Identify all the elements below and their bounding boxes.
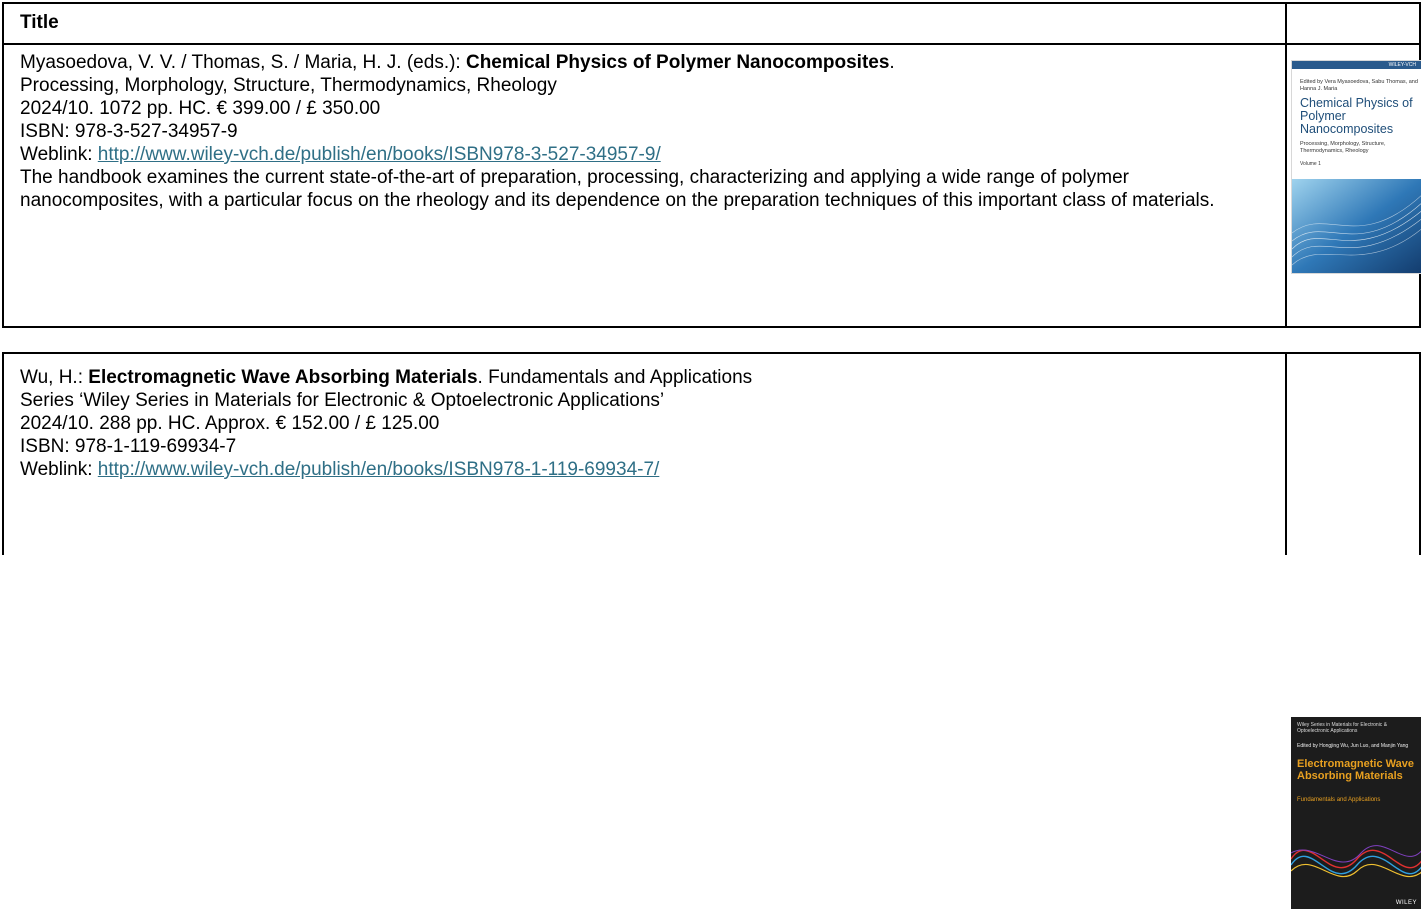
cover-series: Wiley Series in Materials for Electronic… [1297, 722, 1388, 734]
book-table-1: Title Myasoedova, V. V. / Thomas, S. / M… [2, 2, 1421, 328]
book-title: Chemical Physics of Polymer Nanocomposit… [465, 52, 890, 73]
cover-wave-artwork [1291, 845, 1421, 878]
cover-publisher-logo: WILEY [1395, 900, 1417, 906]
book-title-suffix: . Fundamentals and Applications [477, 367, 753, 388]
book-subtitle: Processing, Morphology, Structure, Therm… [20, 75, 557, 96]
book-title: Electromagnetic Wave Absorbing Materials [88, 367, 478, 388]
book-table-2: Wu, H.: Electromagnetic Wave Absorbing M… [2, 352, 1421, 909]
book-isbn: ISBN: 978-3-527-34957-9 [20, 121, 238, 142]
weblink-label: Weblink: [20, 459, 98, 480]
cover-editors: Edited by Vera Myasoedova, Sabu Thomas, … [1300, 79, 1418, 92]
cover-subtitle: Fundamentals and Applications [1297, 797, 1381, 803]
cover-title: Electromagnetic Wave Absorbing Materials [1297, 758, 1414, 782]
book-isbn: ISBN: 978-1-119-69934-7 [20, 436, 237, 457]
weblink-label: Weblink: [20, 144, 98, 165]
cover-subtitle: Processing, Morphology, Structure, Therm… [1300, 141, 1386, 154]
weblink[interactable]: http://www.wiley-vch.de/publish/en/books… [97, 144, 661, 165]
book-pubinfo: 2024/10. 1072 pp. HC. € 399.00 / £ 350.0… [20, 98, 381, 119]
column-divider [1285, 4, 1287, 326]
cover-top-bar [1292, 61, 1421, 69]
table-header-title: Title [20, 12, 59, 33]
cover-wave-artwork [1292, 179, 1421, 273]
book-entry-1: Myasoedova, V. V. / Thomas, S. / Maria, … [20, 51, 1270, 212]
book-series: Series ‘Wiley Series in Materials for El… [20, 390, 665, 411]
book-cover-image: WILEY-VCH Edited by Vera Myasoedova, Sab… [1291, 60, 1421, 274]
weblink[interactable]: http://www.wiley-vch.de/publish/en/books… [97, 459, 660, 480]
book-authors: Myasoedova, V. V. / Thomas, S. / Maria, … [20, 52, 466, 73]
book-pubinfo: 2024/10. 288 pp. HC. Approx. € 152.00 / … [20, 413, 440, 434]
cover-editors: Edited by Hongjing Wu, Jun Luo, and Manj… [1297, 743, 1409, 749]
book-authors: Wu, H.: [20, 367, 89, 388]
cover-volume: Volume 1 [1300, 161, 1321, 167]
book-description: The handbook examines the current state-… [20, 167, 1215, 211]
book-entry-2: Wu, H.: Electromagnetic Wave Absorbing M… [20, 366, 752, 481]
book-cover-image: Wiley Series in Materials for Electronic… [1291, 717, 1421, 909]
cover-title: Chemical Physics of Polymer Nanocomposit… [1300, 96, 1413, 136]
book-title-suffix: . [889, 52, 895, 73]
column-divider [1285, 354, 1287, 555]
cover-publisher-logo: WILEY-VCH [1388, 62, 1416, 68]
row-divider [4, 43, 1419, 45]
